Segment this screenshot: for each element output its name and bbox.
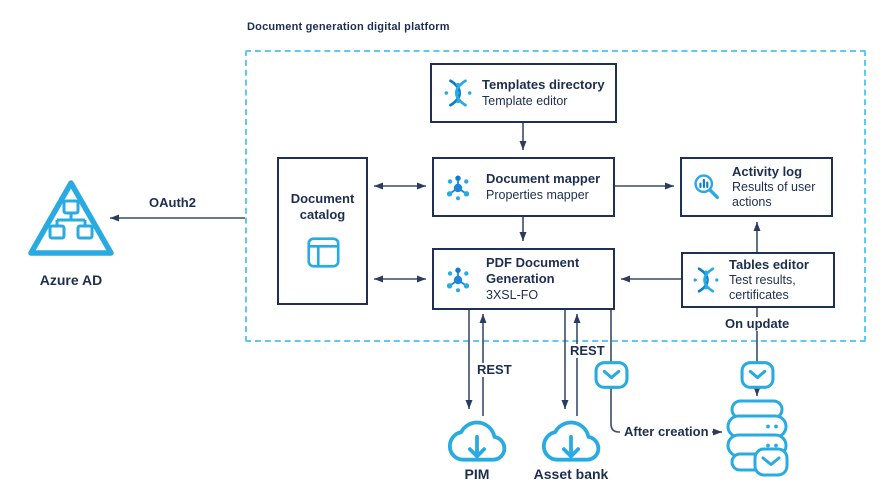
platform-title: Document generation digital platform [247,21,450,33]
node-title: PDF Document Generation [486,255,580,286]
cloud-download-icon [541,413,601,463]
strands-icon [444,77,472,109]
rest-label-asset-bank: REST [567,343,608,359]
strands-icon [693,265,719,295]
database-mail-icon [725,399,789,479]
node-subtitle: Template editor [482,93,568,108]
node-subtitle: Properties mapper [486,187,589,202]
azure-ad-label: Azure AD [39,272,103,288]
node-title: Activity log [732,163,803,179]
node-title: Tables editor [729,256,809,272]
node-tables-editor: Tables editor Test results, certificates [681,252,835,308]
search-chart-icon [692,172,722,202]
oauth2-label: OAuth2 [146,195,199,211]
layout-icon [304,233,342,271]
node-document-mapper: Document mapper Properties mapper [432,157,615,217]
node-templates-directory: Templates directory Template editor [430,63,617,123]
node-title: Document catalog [290,191,355,222]
asset-bank-label: Asset bank [533,466,609,482]
node-subtitle: 3XSL-FO [486,287,539,302]
node-activity-log: Activity log Results of user actions [680,157,833,217]
node-title: Templates directory [482,77,605,93]
node-document-catalog: Document catalog [277,157,368,305]
after-creation-label: After creation [621,424,712,440]
mail-icon [740,360,775,390]
platform-boundary [245,50,866,342]
cloud-download-icon [447,413,507,463]
hub-icon [446,264,476,294]
node-subtitle: Test results, certificates [729,273,796,303]
org-triangle-icon [24,175,118,265]
mail-badge-icon [753,447,789,477]
node-subtitle: Results of user actions [732,180,816,210]
mail-icon [594,360,629,390]
node-pdf-generation: PDF Document Generation 3XSL-FO [432,248,615,310]
rest-label-pim: REST [474,362,515,378]
node-title: Document mapper [486,171,601,187]
pim-label: PIM [464,466,490,482]
hub-icon [446,172,476,202]
on-update-label: On update [722,316,793,332]
edge-pdf-after-creation [610,310,620,433]
